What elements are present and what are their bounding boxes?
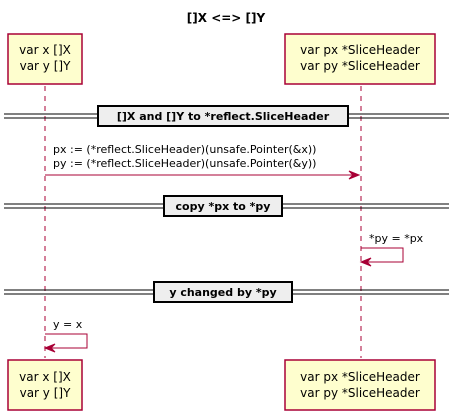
divider-1: []X and []Y to *reflect.SliceHeader (4, 105, 449, 127)
participant-left-top-line2: var y []Y (20, 59, 71, 73)
participant-right-top: var px *SliceHeader var py *SliceHeader (284, 33, 436, 85)
message-1-line1: px := (*reflect.SliceHeader)(unsafe.Poin… (53, 143, 316, 156)
message-2: *py = *px (359, 232, 424, 267)
participant-left-top-line1: var x []X (19, 43, 71, 57)
divider-1-label: []X and []Y to *reflect.SliceHeader (117, 110, 330, 123)
message-3-arrow (45, 333, 88, 349)
participant-left-bottom-line1: var x []X (19, 370, 71, 384)
message-3-arrowhead (43, 343, 56, 353)
divider-3-label: y changed by *py (169, 286, 276, 299)
participant-left-bottom: var x []X var y []Y (7, 359, 83, 411)
participant-right-bottom-line1: var px *SliceHeader (300, 370, 420, 384)
participant-right-top-line2: var py *SliceHeader (300, 59, 420, 73)
participant-left-top: var x []X var y []Y (7, 33, 83, 85)
divider-2-label: copy *px to *py (176, 200, 271, 213)
divider-2: copy *px to *py (4, 195, 449, 217)
diagram-title: []X <=> []Y (187, 11, 266, 25)
message-1-line2: py := (*reflect.SliceHeader)(unsafe.Poin… (53, 157, 316, 170)
message-1-arrowhead (348, 170, 361, 180)
message-1: px := (*reflect.SliceHeader)(unsafe.Poin… (45, 143, 361, 180)
message-2-arrowhead (359, 257, 372, 267)
message-3: y = x (43, 318, 88, 353)
participant-left-bottom-line2: var y []Y (20, 386, 71, 400)
participant-right-bottom-line2: var py *SliceHeader (300, 386, 420, 400)
message-2-line1: *py = *px (369, 232, 424, 245)
participant-right-top-line1: var px *SliceHeader (300, 43, 420, 57)
message-2-arrow (361, 247, 404, 263)
divider-3: y changed by *py (4, 281, 449, 303)
participant-right-bottom: var px *SliceHeader var py *SliceHeader (284, 359, 436, 411)
message-3-line1: y = x (53, 318, 83, 331)
